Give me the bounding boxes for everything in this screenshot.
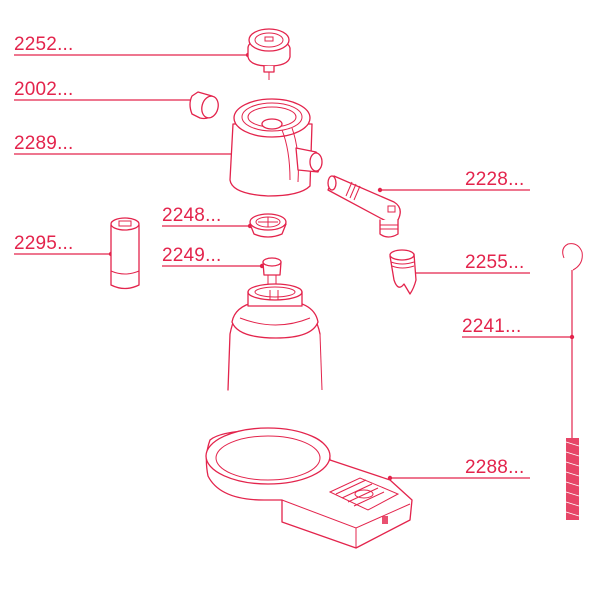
label-2252: 2252...: [14, 34, 74, 55]
part-2002-seal-ring[interactable]: [189, 91, 221, 120]
part-2241-cleaning-brush[interactable]: [562, 243, 583, 520]
part-2295-charger-holder[interactable]: [110, 217, 140, 290]
label-2248: 2248...: [162, 205, 222, 226]
label-2289: 2289...: [14, 133, 74, 154]
part-2255-tulip-tip[interactable]: [389, 249, 417, 295]
label-2288: 2288...: [465, 457, 525, 478]
part-2289-head[interactable]: [229, 98, 323, 197]
part-2288-base-stand[interactable]: [205, 427, 413, 549]
label-2241: 2241...: [462, 316, 522, 337]
base-grid: [328, 477, 400, 511]
label-2002: 2002...: [14, 79, 74, 100]
bottle: [227, 283, 323, 391]
part-2248-valve-gasket[interactable]: [249, 213, 287, 238]
label-2255: 2255...: [465, 252, 525, 273]
part-2252-pressure-cap[interactable]: [247, 28, 291, 80]
brush-bristles: [565, 438, 580, 520]
part-2228-nozzle-elbow[interactable]: [327, 175, 401, 238]
label-2295: 2295...: [14, 233, 74, 254]
part-2249-valve-piston[interactable]: [262, 257, 282, 298]
label-2228: 2228...: [465, 169, 525, 190]
label-2249: 2249...: [162, 245, 222, 266]
